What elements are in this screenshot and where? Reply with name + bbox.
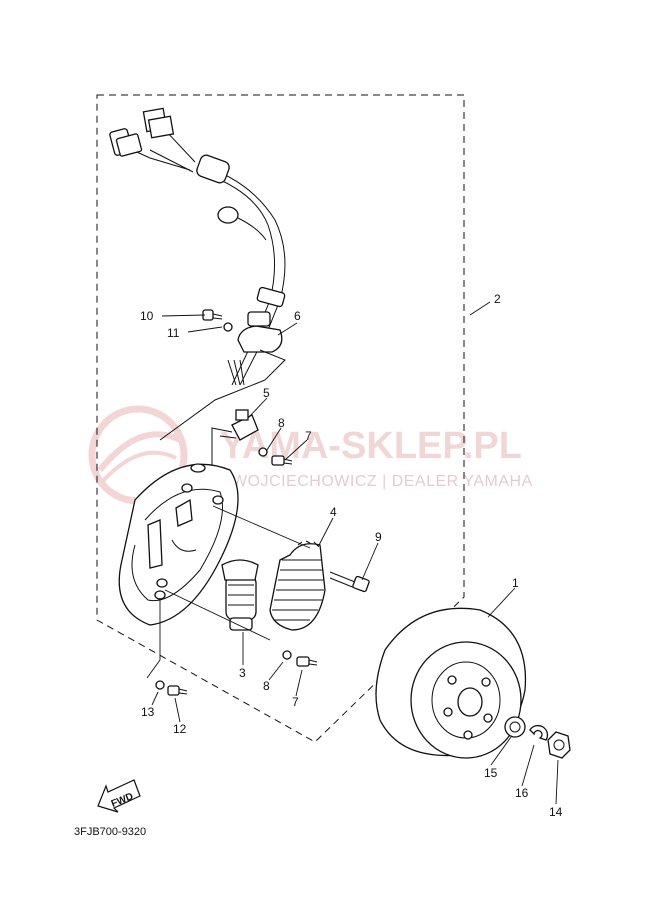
screw-part-7b: [296, 656, 318, 667]
callout-6: 6: [294, 309, 301, 323]
washer-part-8b: [282, 650, 292, 660]
callout-16: 16: [515, 786, 529, 800]
spring-washer-part-16: [529, 724, 549, 741]
callout-15: 15: [484, 766, 498, 780]
bolt-part-9: [329, 571, 370, 593]
screw-part-12: [167, 685, 188, 696]
callout-5: 5: [263, 386, 270, 400]
screw-part-7a: [271, 455, 293, 466]
callout-8a: 8: [278, 416, 285, 430]
callout-8b: 8: [263, 679, 270, 693]
lighting-coil-part-3: [221, 559, 259, 631]
callout-10: 10: [140, 309, 154, 323]
watermark-tagline: WOJCIECHOWICZ | DEALER YAMAHA: [232, 473, 533, 490]
nut-part-14: [547, 731, 571, 759]
watermark: YAMA-SKLEP.PL WOJCIECHOWICZ | DEALER YAM…: [88, 405, 533, 505]
stator-plate: [118, 463, 239, 626]
callout-4: 4: [330, 505, 337, 519]
callout-7a: 7: [305, 429, 312, 443]
washer-part-13: [155, 680, 165, 690]
callout-2: 2: [494, 292, 501, 306]
callout-7b: 7: [292, 695, 299, 709]
clamp-part-6: [237, 311, 283, 353]
screw-part-10: [202, 309, 223, 321]
leader-lines: [146, 301, 559, 805]
callout-12: 12: [173, 722, 187, 736]
callout-3: 3: [239, 666, 246, 680]
callout-14: 14: [549, 805, 563, 819]
wire-harness: [109, 107, 286, 386]
flywheel-rotor-part-1: [375, 607, 527, 759]
pickup-coil-part-5: [159, 349, 286, 495]
washer-part-8a: [258, 447, 268, 457]
washer-part-11: [223, 322, 233, 332]
watermark-brand: YAMA-SKLEP.PL: [220, 425, 522, 467]
washer-part-15-hole: [509, 721, 521, 733]
callout-1: 1: [512, 576, 519, 590]
callout-13: 13: [141, 705, 155, 719]
fwd-arrow-icon: FWD: [97, 779, 141, 813]
charging-coil-part-4: [269, 540, 326, 631]
callout-9: 9: [375, 530, 382, 544]
diagram-code: 3FJB700-9320: [74, 826, 146, 838]
callout-labels: 2 10 11 6 5 8 7 4 9 1 3 8 7 13 12 15 16 …: [140, 292, 563, 819]
callout-11: 11: [167, 326, 180, 340]
